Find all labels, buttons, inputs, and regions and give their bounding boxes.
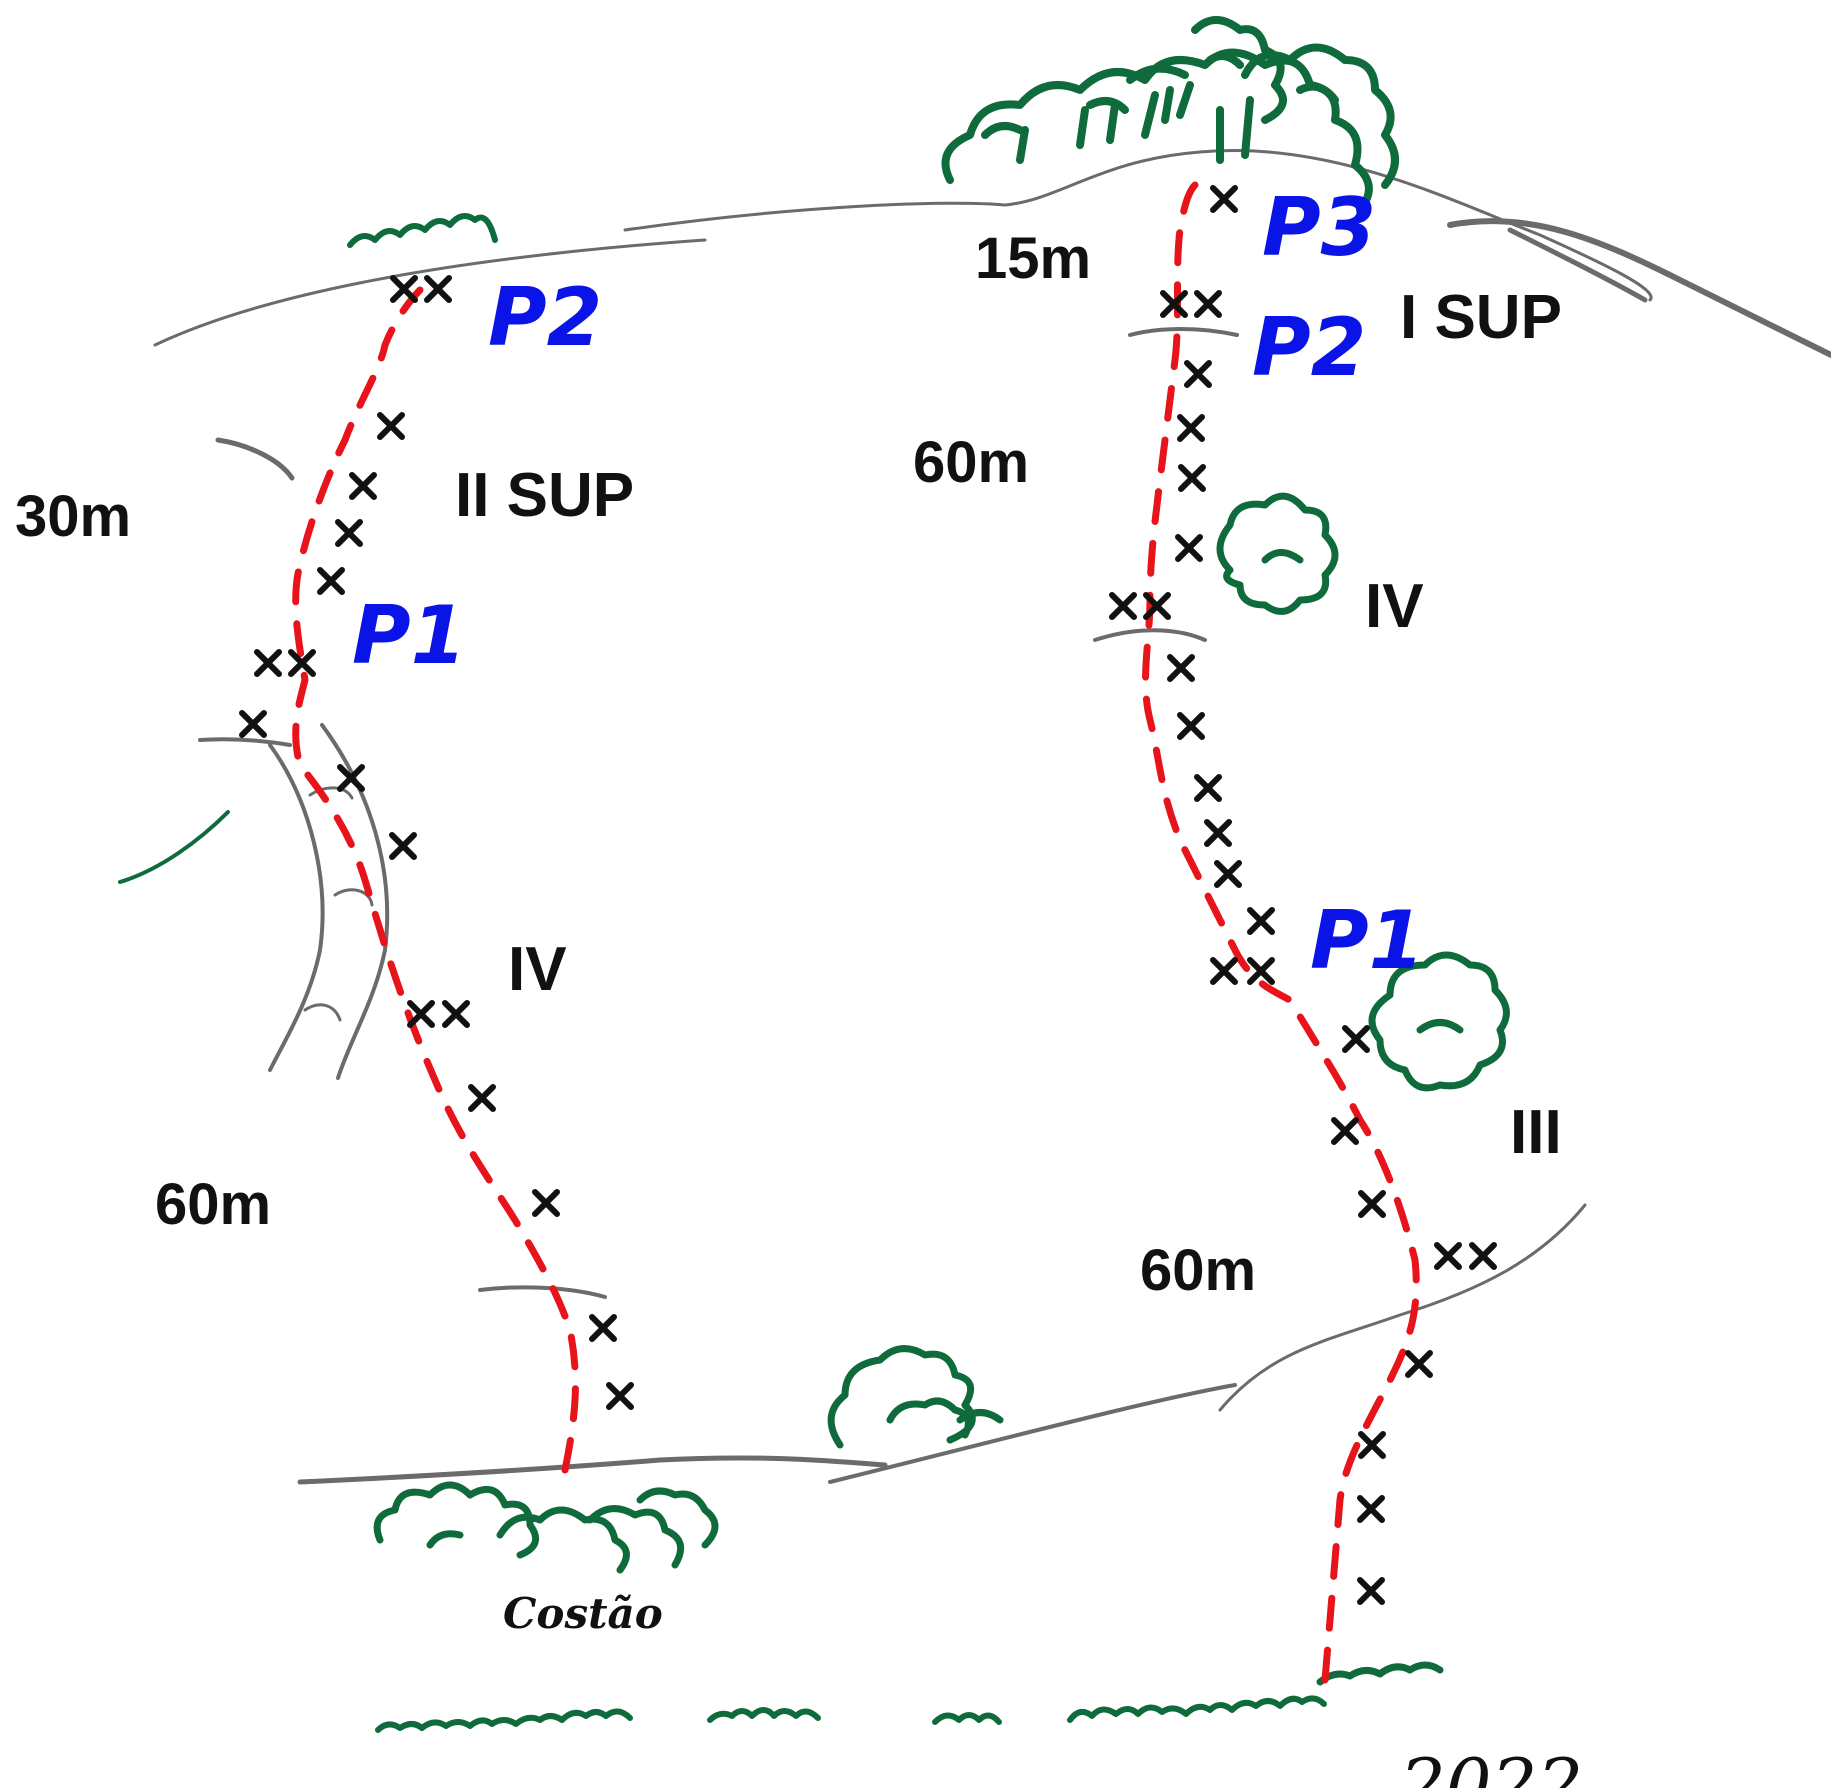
bolt-mark (1178, 464, 1206, 492)
right-route-labels: P3 P2 P1 15m I SUP 60m IV III 60m (913, 181, 1562, 1303)
vegetation (118, 16, 1510, 1733)
bolt-mark (1167, 654, 1195, 682)
right-belay-p1-label: P1 (1310, 894, 1424, 987)
bolt-mark (254, 649, 316, 677)
bolt-mark (1342, 1025, 1370, 1053)
left-pitch-1-grade: IV (508, 935, 567, 1004)
bolt-mark (1160, 290, 1222, 318)
left-pitch-2-grade: II SUP (455, 461, 634, 530)
bolt-mark (407, 1000, 470, 1028)
bolt-mark (1247, 907, 1275, 935)
bolt-mark (1331, 1117, 1359, 1145)
bolt-mark (1357, 1495, 1385, 1523)
bolt-mark (1210, 957, 1275, 985)
bolt-mark (589, 1314, 617, 1342)
bolt-mark (1175, 534, 1203, 562)
left-belay-p2-label: P2 (488, 271, 602, 364)
right-belay-p2-label: P2 (1252, 301, 1366, 394)
right-pitch-1-grade: III (1510, 1098, 1562, 1167)
bolt-mark (335, 519, 363, 547)
right-pitch-3-grade: I SUP (1400, 283, 1562, 352)
left-route-line (292, 286, 579, 1474)
bolt-mark (239, 710, 267, 738)
bolt-mark (1214, 860, 1242, 888)
bolt-mark (1194, 774, 1222, 802)
bolt-mark (1177, 712, 1205, 740)
bolt-mark (389, 832, 417, 860)
bolt-mark (468, 1084, 496, 1112)
shrub-bottom-line (375, 1708, 633, 1733)
bolt-mark (1177, 414, 1205, 442)
bolt-mark (1357, 1577, 1385, 1605)
bolt-mark (532, 1189, 560, 1217)
rock-outlines (153, 148, 1831, 1485)
bolt-mark (1184, 360, 1212, 388)
bolt-mark (337, 764, 365, 792)
year-label: 2022 (1399, 1743, 1583, 1788)
bolt-mark (377, 412, 405, 440)
bolt-mark (606, 1382, 634, 1410)
left-route-labels: P2 P1 30m II SUP IV 60m (15, 271, 634, 1237)
bolt-mark (317, 567, 345, 595)
right-belay-p3-label: P3 (1262, 181, 1376, 274)
place-label: Costão (503, 1589, 663, 1638)
bolt-mark (1405, 1350, 1433, 1378)
bolt-mark (1358, 1431, 1386, 1459)
right-route-line (1142, 181, 1420, 1684)
right-pitch-1-length: 60m (1140, 1238, 1256, 1303)
bolt-mark (1109, 592, 1171, 620)
left-belay-p1-label: P1 (352, 589, 466, 682)
right-pitch-2-grade: IV (1365, 572, 1424, 641)
bolt-mark (1434, 1242, 1497, 1270)
left-pitch-2-length: 30m (15, 484, 131, 549)
bolt-mark (1204, 819, 1232, 847)
route-lines (292, 181, 1420, 1684)
bolt-mark (1210, 185, 1238, 213)
bolt-mark (1358, 1190, 1386, 1218)
bolt-mark (349, 472, 377, 500)
bolt-marks (239, 185, 1497, 1605)
right-pitch-2-length: 60m (913, 430, 1029, 495)
left-pitch-1-length: 60m (155, 1172, 271, 1237)
right-pitch-3-length: 15m (975, 226, 1091, 291)
bolt-mark (390, 275, 452, 303)
